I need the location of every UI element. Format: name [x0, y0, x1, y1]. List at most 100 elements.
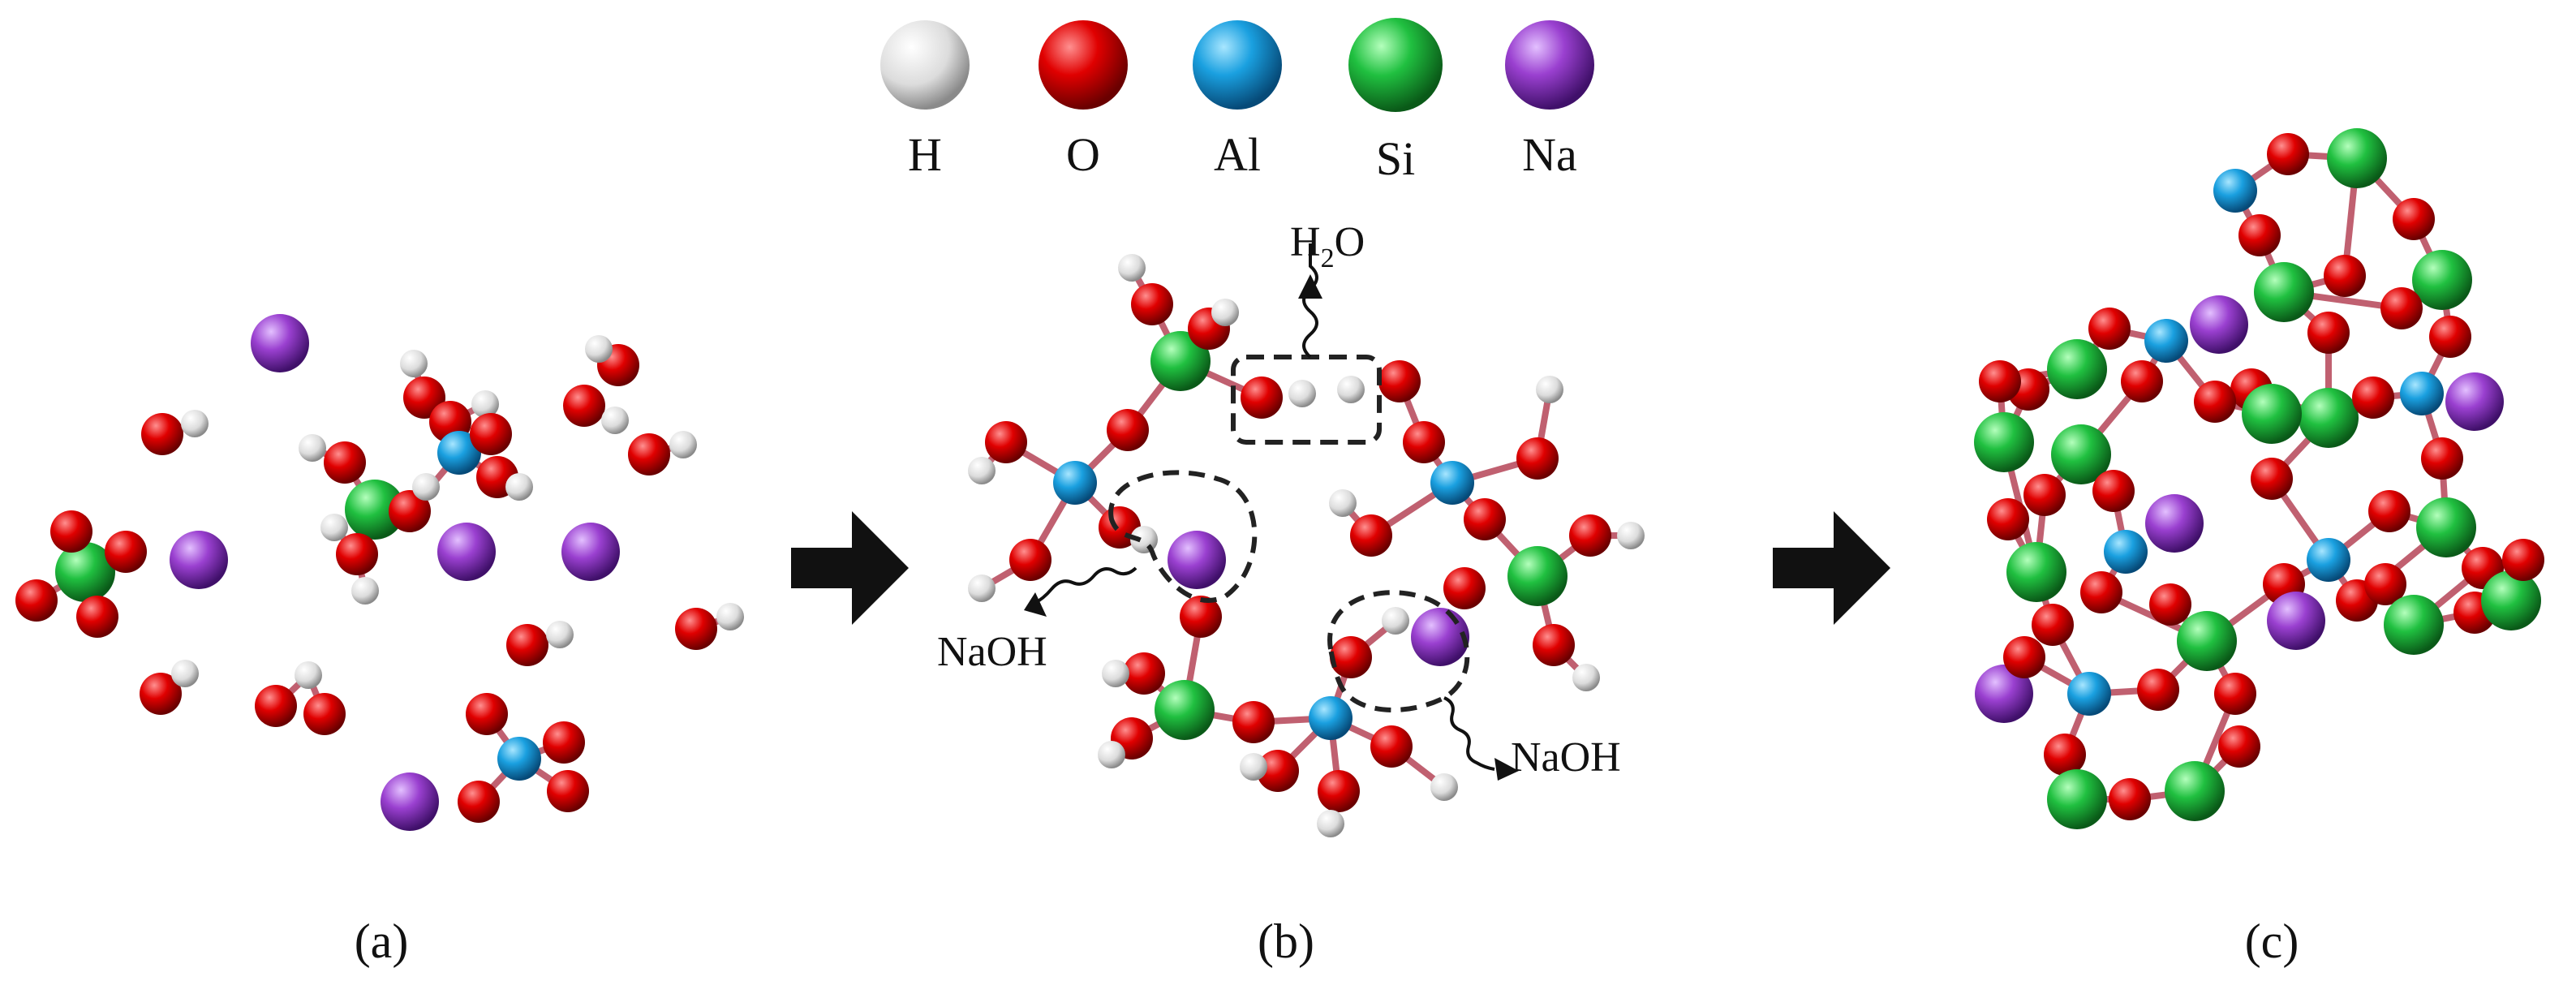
- oxygen-atom: [303, 693, 346, 735]
- silicon-atom: [2006, 542, 2066, 602]
- oxygen-atom: [470, 413, 512, 455]
- oxygen-atom: [15, 579, 58, 622]
- sodium-atom: [561, 523, 620, 581]
- oxygen-atom: [1123, 652, 1165, 695]
- hydrogen-atom: [1102, 660, 1129, 687]
- oxygen-atom: [2368, 490, 2410, 532]
- silicon-atom: [2047, 769, 2107, 829]
- oxygen-atom: [1131, 283, 1173, 325]
- silicon-atom: [2051, 424, 2111, 484]
- hydrogen-atom: [1337, 376, 1365, 403]
- oxygen-atom: [1350, 514, 1392, 557]
- oxygen-atom: [2218, 725, 2260, 768]
- silicon-atom: [2327, 128, 2387, 188]
- oxygen-atom: [2352, 377, 2394, 419]
- hydrogen-atom: [585, 335, 613, 363]
- hydrogen-atom: [968, 574, 996, 602]
- sodium-atom: [2145, 494, 2204, 553]
- oxygen-atom: [255, 685, 297, 727]
- naoh-left-label: NaOH: [937, 629, 1047, 675]
- sodium-atom: [1168, 531, 1226, 589]
- oxygen-atom: [2121, 360, 2163, 402]
- silicon-atom: [2165, 761, 2225, 821]
- hydrogen-atom: [1572, 664, 1600, 691]
- aluminum-atom: [2067, 672, 2111, 716]
- oxygen-atom: [628, 433, 670, 475]
- oxygen-atom: [1569, 514, 1611, 557]
- hydrogen-atom: [1430, 773, 1458, 801]
- water-label: H2O: [1290, 219, 1365, 273]
- oxygen-atom: [140, 673, 182, 715]
- naoh-right-arrow-head: [1494, 758, 1519, 781]
- oxygen-atom: [1516, 437, 1559, 480]
- oxygen-atom: [2267, 133, 2309, 175]
- aluminum-atom: [1430, 461, 1474, 505]
- hydrogen-atom: [171, 660, 199, 687]
- naoh-right-squiggle: [1443, 696, 1495, 771]
- aluminum-atom: [2144, 319, 2188, 363]
- aluminum-atom: [437, 431, 481, 475]
- oxygen-atom: [547, 770, 589, 812]
- oxygen-atom: [2109, 778, 2151, 820]
- panel-label-a: (a): [355, 914, 409, 968]
- oxygen-atom: [2137, 669, 2179, 711]
- hydrogen-atom: [1288, 380, 1316, 407]
- oxygen-atom: [2380, 287, 2423, 329]
- legend: H O Al Si Na: [880, 18, 1594, 185]
- oxygen-atom: [675, 608, 717, 650]
- aluminum-atom: [497, 737, 541, 781]
- aluminum-atom: [1053, 461, 1097, 505]
- silicon-atom: [55, 542, 115, 602]
- oxygen-atom: [2393, 198, 2435, 240]
- hydrogen-atom: [320, 514, 348, 541]
- oxygen-atom: [2429, 316, 2471, 358]
- panel-label-c: (c): [2245, 914, 2299, 968]
- hydrogen-atom: [295, 661, 322, 689]
- oxygen-atom: [1403, 421, 1445, 463]
- water-arrow-head: [1298, 274, 1322, 299]
- naoh-right-annotation: NaOH: [1327, 590, 1621, 781]
- silicon-atom: [2254, 262, 2314, 322]
- condensation-box: [1231, 355, 1382, 445]
- sodium-atom: [2267, 592, 2325, 650]
- naoh-left-squiggle: [1033, 566, 1137, 605]
- oxygen-atom: [2092, 470, 2135, 512]
- oxygen-atom: [2088, 308, 2131, 350]
- sodium-atom: [170, 531, 228, 589]
- silicon-atom: [2047, 339, 2107, 399]
- hydrogen-atom: [1617, 522, 1645, 549]
- oxygen-atom: [1180, 596, 1222, 638]
- oxygen-atom: [466, 693, 508, 735]
- legend-swatch-al: [1193, 20, 1282, 110]
- sodium-atom: [2445, 372, 2504, 431]
- oxygen-atom: [506, 624, 548, 666]
- legend-label-al: Al: [1214, 128, 1261, 181]
- silicon-atom: [1974, 412, 2034, 472]
- oxygen-atom: [1370, 725, 1413, 768]
- oxygen-atom: [2364, 563, 2406, 605]
- oxygen-atom: [2307, 312, 2350, 354]
- hydrogen-atom: [1536, 376, 1563, 403]
- legend-label-o: O: [1066, 128, 1100, 181]
- sodium-atom: [1411, 608, 1469, 666]
- oxygen-atom: [2044, 734, 2086, 776]
- hydrogen-atom: [968, 457, 996, 484]
- panel-c-atoms: [1974, 128, 2544, 829]
- aluminum-atom: [1309, 696, 1353, 740]
- water-squiggle-arrow: [1302, 243, 1318, 359]
- oxygen-atom: [2023, 474, 2066, 516]
- oxygen-atom: [1009, 539, 1051, 581]
- water-release-annotation: H2O: [1231, 219, 1382, 445]
- hydrogen-atom: [601, 407, 629, 434]
- oxygen-atom: [1443, 567, 1486, 609]
- oxygen-atom: [543, 721, 585, 764]
- oxygen-atom: [76, 596, 118, 638]
- oxygen-atom: [1318, 770, 1360, 812]
- oxygen-atom: [2502, 539, 2544, 581]
- panel-b-atoms: [968, 254, 1645, 837]
- hydrogen-atom: [351, 577, 379, 605]
- oxygen-atom: [2238, 214, 2281, 256]
- legend-swatch-o: [1039, 20, 1128, 110]
- hydrogen-atom: [669, 431, 697, 458]
